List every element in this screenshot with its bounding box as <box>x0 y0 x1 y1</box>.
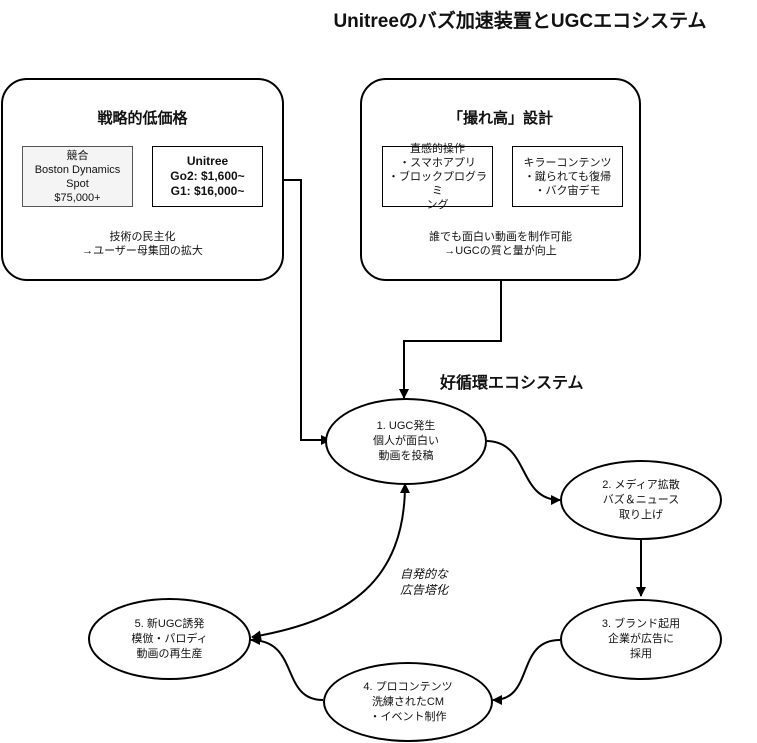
pricing-panel: 戦略的低価格 競合 Boston Dynamics Spot $75,000+ … <box>1 78 284 281</box>
node-line: 企業が広告に <box>608 633 674 645</box>
node-line: 3. ブランド起用 <box>601 618 681 630</box>
edge-pricing-to-ugc <box>283 179 331 445</box>
unitree-g1-price: G1: $16,000~ <box>170 184 245 198</box>
unitree-label: Unitree <box>186 154 229 168</box>
node-line: 動画を投稿 <box>378 450 434 462</box>
design-note-line: 誰でも面白い動画を制作可能 <box>429 231 572 243</box>
killer-content-card: キラーコンテンツ ・蹴られても復帰 ・バク宙デモ <box>512 146 623 207</box>
edge-label-line: 自発的な <box>400 567 449 581</box>
design-note: 誰でも面白い動画を制作可能 →UGCの質と量が向上 <box>362 230 639 258</box>
design-panel: 「撮れ高」設計 直感的操作 ・スマホアプリ ・ブロックプログラミ ング キラーコ… <box>360 78 641 281</box>
node-line: 5. 新UGC誘発 <box>134 617 205 630</box>
unitree-go2-price: Go2: $1,600~ <box>170 169 245 183</box>
content-line: ・蹴られても復帰 <box>523 170 612 183</box>
competitor-product: Spot <box>66 177 89 190</box>
pricing-note-line: →ユーザー母集団の拡大 <box>82 245 203 257</box>
node-line: 2. メディア拡散 <box>602 478 680 491</box>
edge-4-to-5 <box>250 635 324 701</box>
node-line: 洗練されたCM <box>371 695 445 708</box>
node-line: 採用 <box>630 648 652 660</box>
operation-line: ・スマホアプリ <box>399 156 476 169</box>
content-line: キラーコンテンツ <box>523 156 612 169</box>
unitree-card: Unitree Go2: $1,600~ G1: $16,000~ <box>152 146 263 207</box>
operation-line: ング <box>426 198 449 211</box>
operation-line: ・ブロックプログラミ <box>388 170 487 197</box>
node-line: 動画の再生産 <box>136 647 203 660</box>
operation-card: 直感的操作 ・スマホアプリ ・ブロックプログラミ ング <box>382 143 493 211</box>
node-line: 取り上げ <box>619 508 663 521</box>
design-note-line: →UGCの質と量が向上 <box>444 245 557 257</box>
edge-label-spontaneous-ads: 自発的な 広告塔化 <box>400 566 448 598</box>
node-line: 模倣・パロディ <box>131 632 208 645</box>
pricing-panel-title: 戦略的低価格 <box>97 110 188 127</box>
node-line: 個人が面白い <box>373 435 439 447</box>
edge-3-to-4 <box>492 639 561 705</box>
competitor-price: $75,000+ <box>54 191 101 204</box>
operation-line: 直感的操作 <box>410 142 465 155</box>
competitor-label: 競合 <box>66 149 89 162</box>
node-line: 4. プロコンテンツ <box>363 680 453 693</box>
node-ugc: 1. UGC発生 個人が面白い 動画を投稿 <box>325 398 487 485</box>
edge-label-line: 広告塔化 <box>400 583 449 597</box>
pricing-note: 技術の民主化 →ユーザー母集団の拡大 <box>3 230 282 258</box>
ecosystem-title: 好循環エコシステム <box>440 375 584 392</box>
design-panel-title: 「撮れ高」設計 <box>447 110 553 127</box>
node-new-ugc: 5. 新UGC誘発 模倣・パロディ 動画の再生産 <box>88 598 251 680</box>
node-line: ・イベント制作 <box>369 710 447 723</box>
node-brand: 3. ブランド起用 企業が広告に 採用 <box>560 599 722 680</box>
pricing-note-line: 技術の民主化 <box>109 231 176 243</box>
edge-1-to-2 <box>485 440 561 505</box>
node-media: 2. メディア拡散 バズ＆ニュース 取り上げ <box>560 460 722 540</box>
diagram-title: Unitreeのバズ加速装置とUGCエコシステム <box>333 11 707 32</box>
competitor-company: Boston Dynamics <box>34 163 121 176</box>
node-line: バズ＆ニュース <box>602 493 680 506</box>
edge-5-to-1-bidirectional <box>251 483 410 641</box>
node-line: 1. UGC発生 <box>376 420 436 432</box>
content-line: ・バク宙デモ <box>534 184 601 197</box>
node-pro-content: 4. プロコンテンツ 洗練されたCM ・イベント制作 <box>323 662 493 742</box>
competitor-card: 競合 Boston Dynamics Spot $75,000+ <box>22 146 133 207</box>
